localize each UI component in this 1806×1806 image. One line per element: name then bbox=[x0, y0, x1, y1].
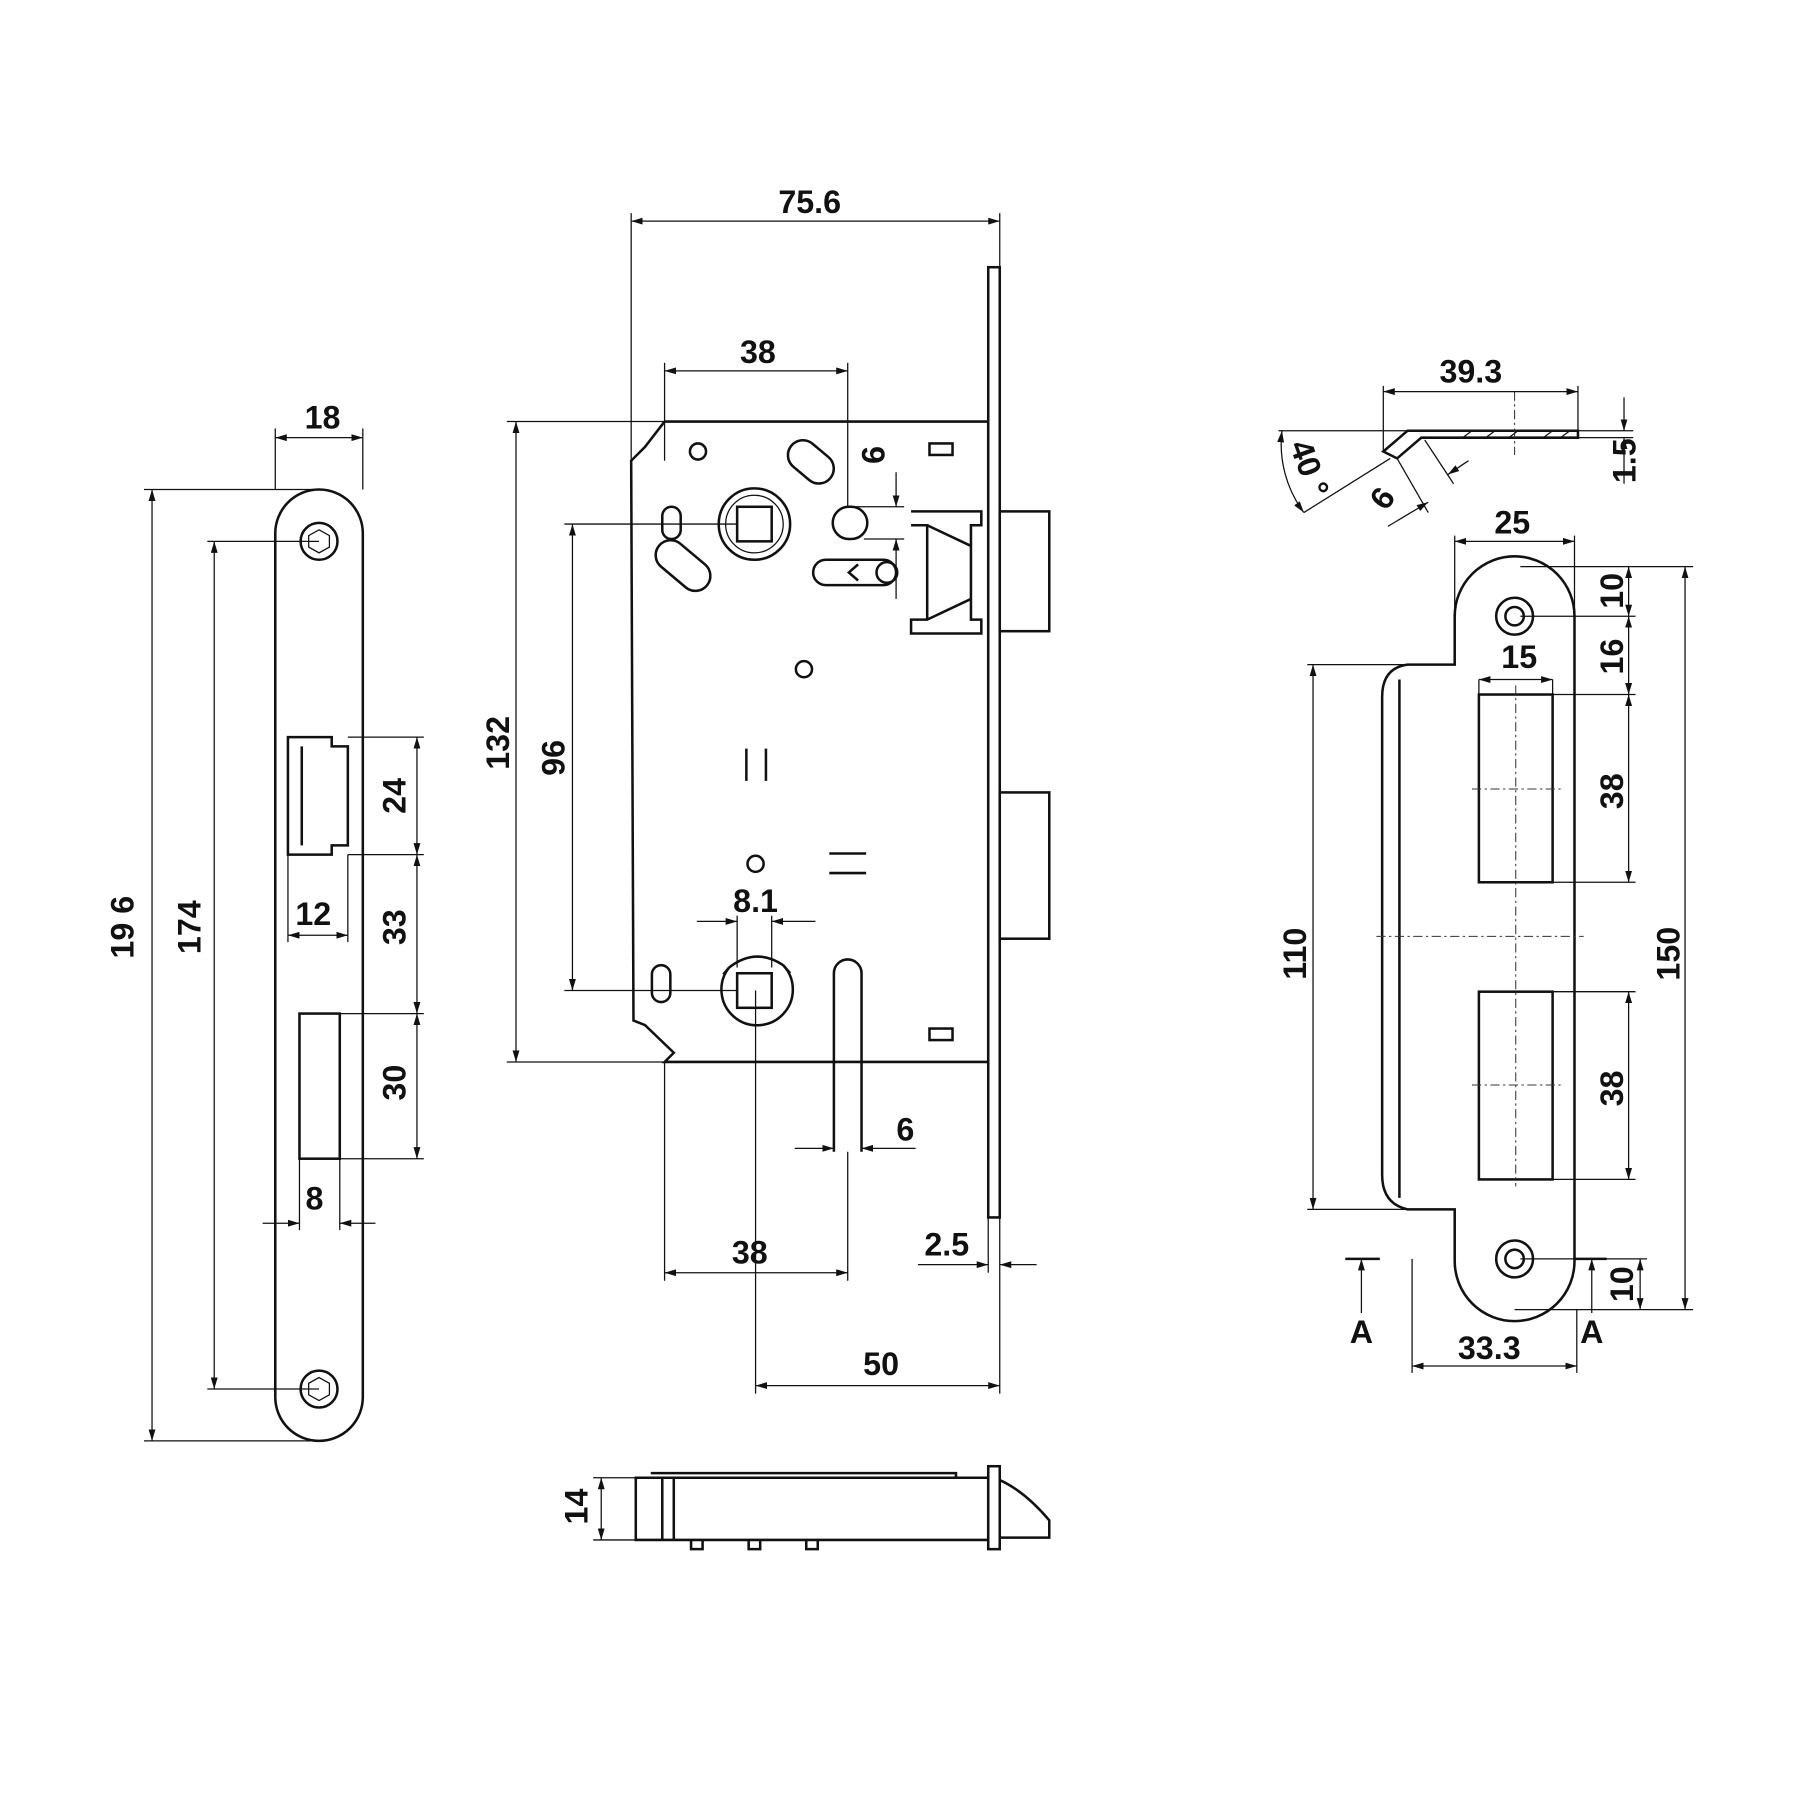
spring-pin bbox=[654, 538, 712, 593]
dim-lip-angle: 40 ° bbox=[1283, 435, 1337, 502]
dim-latch-width: 12 bbox=[295, 896, 331, 932]
dim-top-offset: 10 bbox=[1594, 573, 1630, 609]
dim-case-height: 132 bbox=[480, 716, 516, 770]
dim-opening-top: 38 bbox=[1594, 773, 1630, 809]
dead-bolt bbox=[998, 791, 1051, 940]
dim-slot-top: 6 bbox=[856, 446, 892, 464]
faceplate-outline bbox=[274, 488, 365, 1443]
dim-screw-spacing: 174 bbox=[171, 900, 207, 954]
faceplate-front-view: 18 19 6 174 24 33 30 12 8 bbox=[105, 399, 424, 1443]
cylinder-hole bbox=[720, 955, 795, 1027]
lock-case-outline bbox=[629, 420, 990, 1064]
strike-front-outline bbox=[1380, 555, 1576, 1323]
dim-bolt-height: 30 bbox=[376, 1065, 412, 1101]
dim-slot-bottom: 6 bbox=[896, 1111, 914, 1147]
bolt-opening bbox=[298, 1012, 342, 1160]
slot bbox=[650, 963, 672, 1004]
section-label-right: A bbox=[1580, 1314, 1603, 1350]
latch-bolt bbox=[998, 510, 1051, 633]
dim-strike-width: 25 bbox=[1494, 504, 1530, 540]
dim-backset-bottom: 38 bbox=[732, 1235, 768, 1271]
forend-plate bbox=[986, 265, 1002, 1219]
dim-plate-thickness: 2.5 bbox=[924, 1226, 969, 1262]
dim-gap: 33 bbox=[376, 909, 412, 945]
dim-cylinder-width: 8.1 bbox=[733, 883, 778, 919]
rivet bbox=[746, 854, 765, 874]
dim-section-width: 33.3 bbox=[1458, 1330, 1521, 1366]
spring-pin bbox=[786, 438, 836, 485]
lock-side-view: 14 bbox=[558, 1464, 1051, 1551]
dim-strike-height: 150 bbox=[1650, 927, 1686, 981]
dim-overall-width: 75.6 bbox=[778, 184, 841, 220]
rivet bbox=[794, 659, 814, 679]
strike-section bbox=[1381, 429, 1580, 460]
marks bbox=[745, 748, 867, 875]
dim-lip-length: 110 bbox=[1277, 928, 1313, 980]
dim-center-distance: 96 bbox=[535, 740, 571, 776]
dim-lip-width: 6 bbox=[1362, 481, 1402, 516]
small-slot bbox=[928, 1027, 954, 1042]
small-slot bbox=[928, 442, 954, 457]
dim-bottom-offset: 10 bbox=[1604, 1266, 1640, 1302]
dim-screw-to-opening: 16 bbox=[1594, 639, 1630, 675]
dim-faceplate-height: 19 6 bbox=[105, 896, 141, 959]
dim-faceplate-width: 18 bbox=[305, 399, 341, 435]
dim-strike-length: 39.3 bbox=[1439, 353, 1502, 389]
latch-mechanism bbox=[909, 510, 983, 635]
lever-slot bbox=[832, 958, 863, 1152]
rivet bbox=[688, 442, 708, 461]
dim-bolt-width: 8 bbox=[305, 1180, 323, 1216]
dim-backset-top: 38 bbox=[740, 334, 776, 370]
lock-body-front-view: 75.6 38 132 96 6 8.1 6 38 2.5 50 bbox=[480, 184, 1051, 1394]
slot bbox=[831, 505, 869, 541]
dim-opening-bottom: 38 bbox=[1594, 1071, 1630, 1107]
dim-latch-height: 24 bbox=[376, 778, 412, 814]
strike-plate: 39.3 1.5 40 ° 6 25 10 16 15 38 38 110 15… bbox=[1277, 353, 1694, 1373]
dim-thickness: 14 bbox=[558, 1489, 594, 1525]
slot bbox=[661, 505, 682, 541]
dim-backset: 50 bbox=[863, 1346, 899, 1382]
latch-opening bbox=[286, 735, 350, 856]
dim-strike-thickness: 1.5 bbox=[1607, 438, 1643, 483]
dim-opening-width: 15 bbox=[1501, 639, 1537, 675]
section-label-left: A bbox=[1350, 1314, 1373, 1350]
